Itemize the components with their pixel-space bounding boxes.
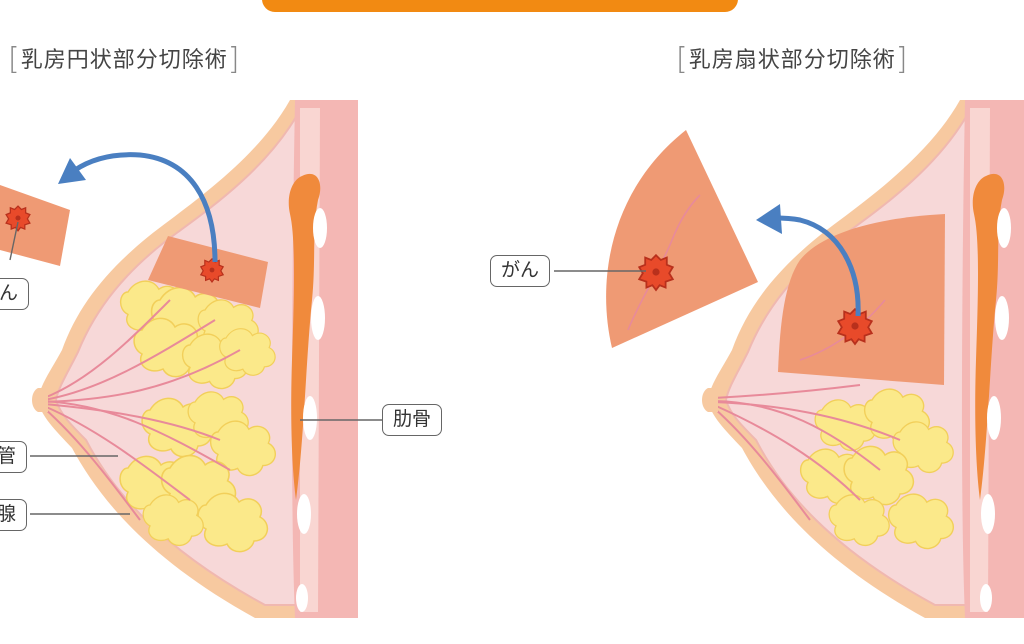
right-milk-ducts [713, 384, 901, 521]
label-cancer-right: がん [490, 255, 551, 287]
right-ribs [980, 208, 1011, 612]
left-heading-text: 乳房円状部分切除術 [20, 48, 228, 73]
left-leader-lines [9, 221, 382, 515]
left-breast [32, 100, 358, 618]
left-milk-ducts [43, 299, 241, 521]
label-cancer-right-text: がん [501, 259, 540, 281]
title-bar [262, 0, 738, 12]
label-rib: 肋骨 [382, 404, 443, 436]
label-milk-duct-text: 管 [0, 445, 17, 467]
right-heading-text: 乳房扇状部分切除術 [688, 48, 896, 73]
left-excised-piece [0, 185, 70, 266]
label-mammary-gland: 腺 [0, 499, 28, 531]
label-cancer-left: ん [0, 278, 30, 310]
right-pectoral-muscle [972, 173, 1005, 500]
left-heading: [乳房円状部分切除術] [8, 40, 241, 77]
bracket-open: [ [676, 42, 689, 77]
right-breast [702, 100, 1024, 618]
left-ribs [296, 208, 327, 612]
label-mammary-gland-text: 腺 [0, 503, 17, 525]
bracket-close: ] [895, 42, 909, 77]
left-nipple [32, 388, 48, 412]
label-cancer-left-text: ん [0, 282, 19, 304]
right-nipple [702, 388, 718, 412]
label-rib-text: 肋骨 [393, 408, 432, 430]
right-heading: [乳房扇状部分切除術] [676, 40, 909, 77]
right-excision-area [778, 214, 945, 385]
left-pectoral-muscle [288, 173, 321, 500]
label-milk-duct: 管 [0, 441, 28, 473]
left-removal-arrow [58, 152, 218, 263]
right-excised-piece [606, 130, 758, 348]
right-removal-arrow [756, 204, 861, 317]
bracket-close: ] [227, 42, 241, 77]
bracket-open: [ [8, 42, 21, 77]
